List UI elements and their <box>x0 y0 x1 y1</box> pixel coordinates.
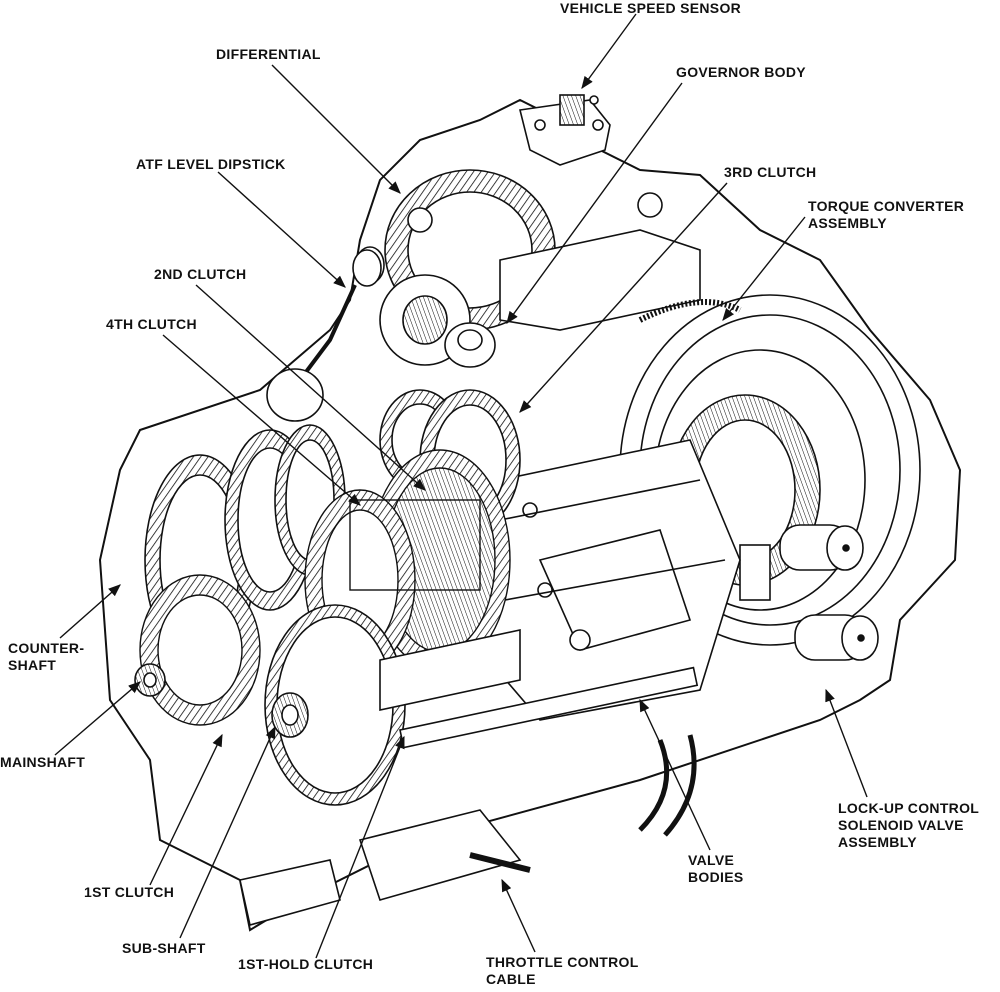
leader-valve-bodies <box>639 698 711 851</box>
leader-1st-hold-clutch <box>315 735 405 959</box>
label-throttle-control-cable: THROTTLE CONTROL CABLE <box>486 954 639 987</box>
label-1st-hold-clutch: 1ST-HOLD CLUTCH <box>238 956 374 972</box>
label-sub-shaft: SUB-SHAFT <box>122 940 206 956</box>
leader-atf-level-dipstick <box>217 171 346 288</box>
leader-lines <box>54 13 868 959</box>
sub-shaft-gear <box>134 604 406 806</box>
label-lock-up-control-solenoid-valve-assembly: LOCK-UP CONTROL SOLENOID VALVE ASSEMBLY <box>838 800 980 850</box>
governor-body-part <box>444 192 701 368</box>
leader-lock-up-solenoid <box>825 688 868 798</box>
lock-up-solenoid-part <box>739 524 879 661</box>
label-atf-level-dipstick: ATF LEVEL DIPSTICK <box>136 156 286 172</box>
label-3rd-clutch: 3RD CLUTCH <box>724 164 817 180</box>
leader-mainshaft <box>54 681 141 756</box>
leader-2nd-clutch <box>195 284 426 491</box>
leader-sub-shaft <box>179 725 276 939</box>
label-valve-bodies: VALVE BODIES <box>688 852 744 885</box>
label-torque-converter-assembly: TORQUE CONVERTER ASSEMBLY <box>808 198 965 231</box>
valve-bodies-part <box>479 439 741 721</box>
leader-throttle-control-cable <box>501 878 536 953</box>
label-governor-body: GOVERNOR BODY <box>676 64 806 80</box>
label-countershaft: COUNTER- SHAFT <box>8 640 85 673</box>
label-4th-clutch: 4TH CLUTCH <box>106 316 197 332</box>
leader-vehicle-speed-sensor <box>581 13 637 90</box>
leader-1st-clutch <box>149 733 223 886</box>
label-differential: DIFFERENTIAL <box>216 46 321 62</box>
label-1st-clutch: 1ST CLUTCH <box>84 884 175 900</box>
leader-4th-clutch <box>162 334 361 506</box>
label-2nd-clutch: 2ND CLUTCH <box>154 266 247 282</box>
leader-torque-converter <box>722 216 806 321</box>
leader-differential <box>271 64 401 194</box>
atf-dipstick-part <box>266 249 382 422</box>
leader-governor-body <box>506 82 683 325</box>
vehicle-speed-sensor-part <box>519 94 611 166</box>
label-vehicle-speed-sensor: VEHICLE SPEED SENSOR <box>560 0 742 16</box>
leader-3rd-clutch <box>519 182 728 413</box>
leader-countershaft <box>59 584 121 639</box>
label-mainshaft: MAINSHAFT <box>0 754 86 770</box>
